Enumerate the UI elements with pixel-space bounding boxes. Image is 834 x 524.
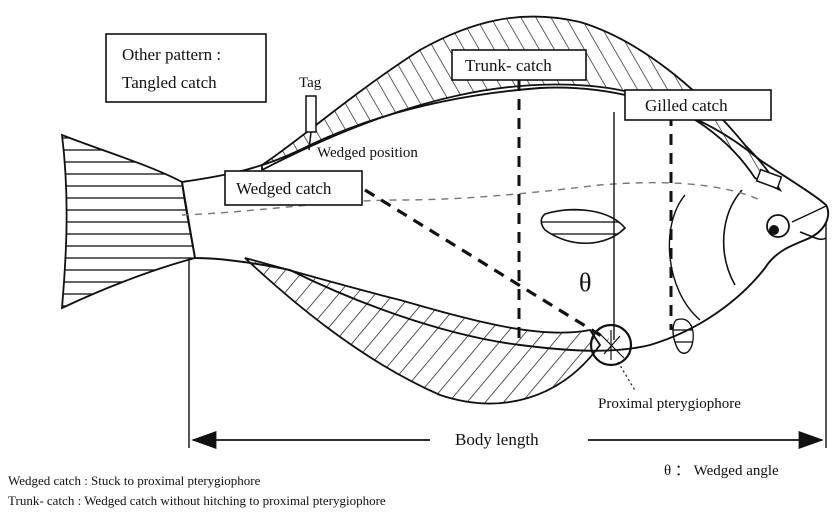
- caudal-fin: [62, 135, 195, 308]
- eye: [767, 215, 789, 237]
- trunk-catch-label: Trunk- catch: [465, 56, 552, 75]
- pterygiophore-detail: [598, 330, 624, 360]
- wedged-angle-label: θ ： Wedged angle: [664, 463, 779, 479]
- legend-line-1: Wedged catch : Stuck to proximal pterygi…: [8, 473, 261, 488]
- pectoral-fin: [541, 210, 625, 244]
- proximal-pterygiophore-label: Proximal pterygiophore: [598, 396, 741, 412]
- pelvic-fin: [673, 319, 693, 353]
- tag-icon: [306, 96, 316, 132]
- other-pattern-line2: Tangled catch: [122, 73, 217, 92]
- gill-cover-line: [724, 190, 742, 285]
- other-pattern-line1: Other pattern :: [122, 45, 221, 64]
- gill-cover-line-2: [669, 195, 700, 320]
- wedged-position-label: Wedged position: [317, 145, 418, 161]
- fish-body: [182, 88, 828, 351]
- anal-fin: [245, 258, 600, 403]
- body-length-label: Body length: [455, 430, 539, 449]
- tag-label: Tag: [299, 75, 322, 91]
- mouth-line-2: [792, 206, 826, 222]
- gilled-catch-label: Gilled catch: [645, 96, 728, 115]
- theta-symbol: θ: [579, 268, 591, 297]
- pterygiophore-pointer: [618, 362, 636, 392]
- wedged-catch-label: Wedged catch: [236, 179, 332, 198]
- legend-line-2: Trunk- catch : Wedged catch without hitc…: [8, 493, 386, 508]
- eye-pupil: [769, 225, 779, 235]
